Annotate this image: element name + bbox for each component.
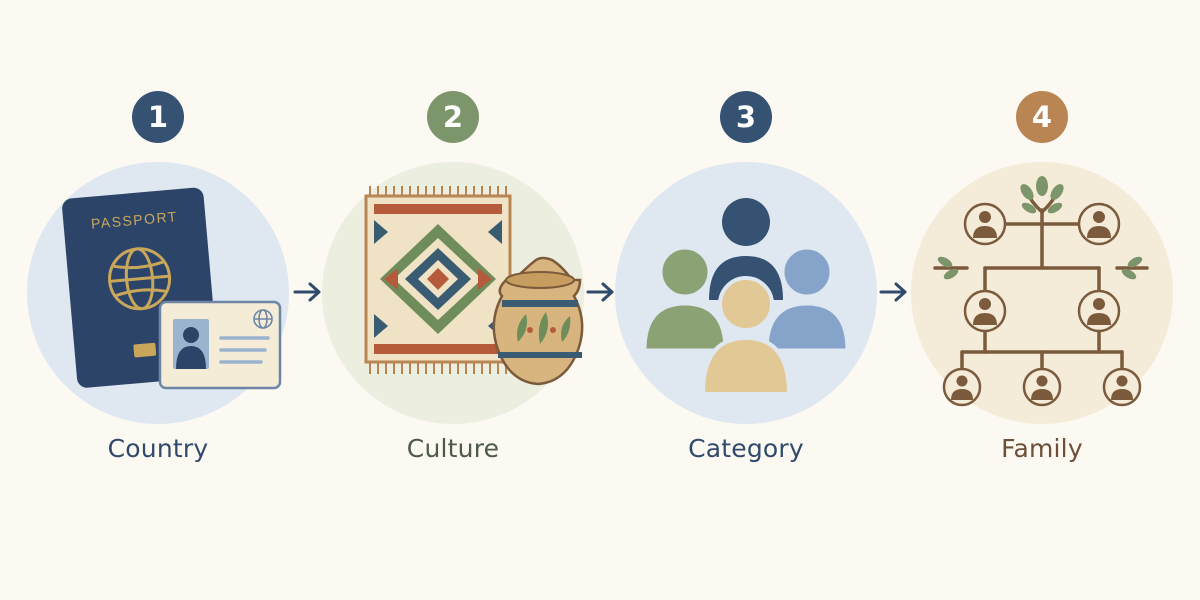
people-group-icon — [643, 198, 849, 396]
arrow-right-icon — [879, 282, 907, 302]
arrow-right-icon — [586, 282, 614, 302]
step-label: Family — [1001, 434, 1083, 463]
step-number-badge: 1 — [132, 91, 184, 143]
step-label: Category — [688, 434, 804, 463]
passport-title: PASSPORT — [90, 208, 178, 232]
family-tree-icon — [933, 176, 1149, 407]
step-label: Culture — [406, 434, 500, 463]
passport-and-id-card-icon: PASSPORT — [62, 187, 282, 390]
step-category: 3 Category — [611, 0, 881, 600]
step-label: Country — [107, 434, 209, 463]
step-family: 4 — [907, 0, 1177, 600]
step-number-badge: 3 — [720, 91, 772, 143]
step-culture: 2 Culture — [318, 0, 588, 600]
rug-and-pottery-icon — [364, 186, 584, 386]
step-number-badge: 4 — [1016, 91, 1068, 143]
arrow-right-icon — [293, 282, 321, 302]
step-number-badge: 2 — [427, 91, 479, 143]
step-country: 1 PASSPORT Country — [23, 0, 293, 600]
